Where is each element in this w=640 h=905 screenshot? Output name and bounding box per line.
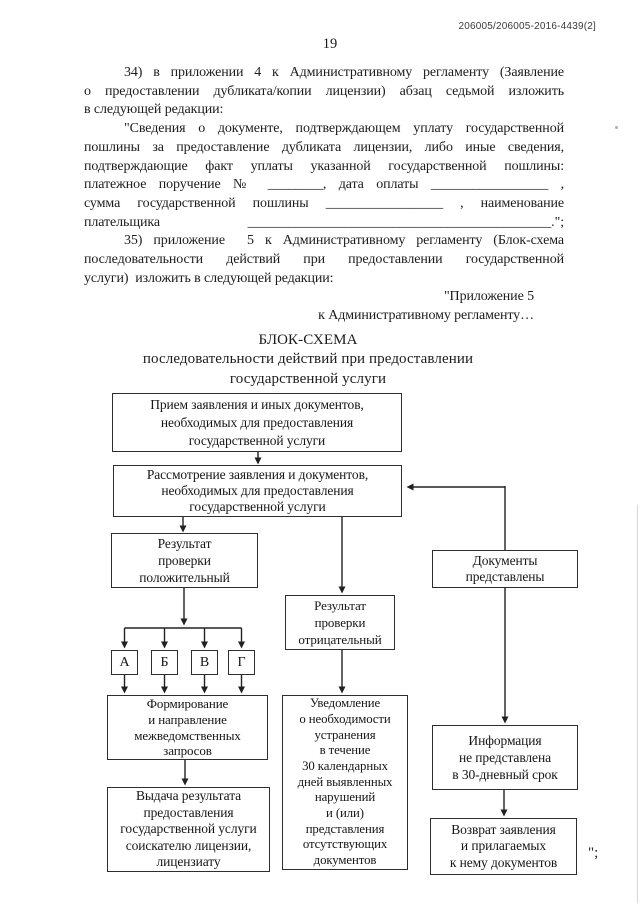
body-line: "Сведения о документе, подтверждающем уп… (124, 121, 564, 137)
flowchart-title-line: государственной услуги (229, 370, 387, 387)
body-line: пошлины за предоставление дубликата лице… (84, 139, 564, 155)
body-line: подтверждающие факт уплаты указанной гос… (84, 158, 564, 174)
appendix-ref-line: "Приложение 5 (443, 289, 534, 305)
flow-box-info-not-submitted: Информация не представлена в 30-дневный … (432, 725, 578, 790)
body-line: последовательности действий при предоста… (84, 252, 564, 268)
page-number: 19 (322, 36, 338, 52)
flow-box-reception: Прием заявления и иных документов, необх… (112, 393, 402, 452)
body-text: 34) в приложении 4 к Административному р… (84, 64, 564, 326)
flow-box-review: Рассмотрение заявления и документов, нео… (113, 465, 402, 517)
flowchart-title-line: последовательности действий при предоста… (142, 351, 474, 368)
flow-box-return-application: Возврат заявления и прилагаемых к нему д… (430, 818, 577, 875)
flow-box-notification: Уведомление о необходимости устранения в… (282, 695, 408, 870)
flow-box-letter-g: Г (228, 650, 255, 675)
closing-quote: "; (588, 845, 599, 861)
flow-box-letter-a: А (111, 650, 138, 675)
appendix-ref-line: к Административному регламенту… (318, 308, 534, 324)
body-line: 34) в приложении 4 к Административному р… (124, 65, 564, 80)
body-line: плательщика ____________________________… (84, 214, 564, 230)
flow-box-letter-b: Б (151, 650, 178, 675)
flowchart-title: БЛОК-СХЕМА последовательности действий п… (58, 331, 558, 389)
body-line: услуги) изложить в следующей редакции: (84, 270, 334, 286)
flow-box-check-negative: Результат проверки отрицательный (285, 595, 395, 650)
scan-artifact-dot (615, 126, 618, 129)
body-line: 35) приложение 5 к Административному рег… (124, 233, 564, 249)
scan-artifact-line (637, 505, 638, 903)
flowchart-title-line: БЛОК-СХЕМА (258, 332, 358, 348)
body-line: платежное поручение № ________, дата опл… (84, 177, 564, 193)
body-line: сумма государственной пошлины __________… (84, 195, 564, 211)
flow-box-check-positive: Результат проверки положительный (111, 533, 258, 588)
flow-box-result-issuance: Выдача результата предоставления государ… (107, 787, 270, 872)
body-line: в следующей редакции: (84, 102, 224, 118)
flow-box-letter-v: В (191, 650, 218, 675)
flow-box-documents-submitted: Документы представлены (432, 550, 578, 588)
body-line: о предоставлении дубликата/копии лицензи… (84, 83, 564, 99)
flow-box-interagency-requests: Формирование и направление межведомствен… (107, 695, 268, 760)
doc-number: 206005/206005-2016-4439(2] (458, 21, 596, 32)
